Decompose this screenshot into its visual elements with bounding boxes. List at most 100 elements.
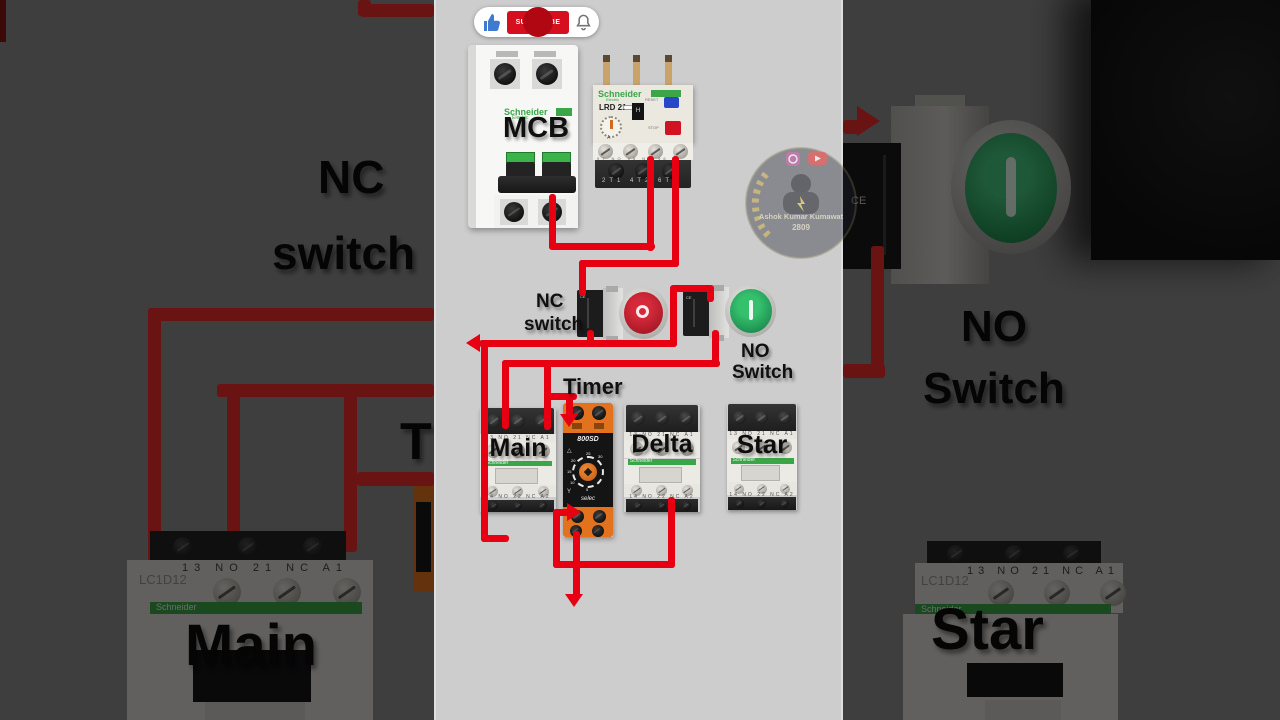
mcb-bottom-base <box>494 195 578 228</box>
wire-segment <box>843 120 861 134</box>
bg-nc-label-1: NC <box>318 151 385 203</box>
bg-star-inner <box>985 700 1061 720</box>
star-bottom-terminals: 14 NO 22 NC A2 <box>729 491 795 498</box>
screw-icon <box>513 501 523 511</box>
bg-timer-sliver <box>413 486 434 592</box>
mcb-toggle[interactable] <box>506 162 535 179</box>
screw-icon <box>656 485 668 497</box>
main-top-terminals: 13 NO 21 NC A1 <box>485 434 551 441</box>
screw-icon <box>733 483 744 494</box>
relay-power-labels: 2T1 4T2 6T3 <box>602 178 681 184</box>
screw-icon <box>1063 545 1081 563</box>
nc-mount <box>603 286 623 342</box>
mcb-toggle[interactable] <box>542 162 571 179</box>
screw-icon <box>681 501 691 511</box>
screw-icon <box>681 485 693 497</box>
bg-right-wires <box>843 0 1280 720</box>
main-bottom-terminals: 14 NO 22 NC A2 <box>485 494 551 501</box>
wire-segment <box>843 364 885 378</box>
screw-icon <box>1005 545 1023 563</box>
relay-dial[interactable] <box>600 116 622 138</box>
no-label-2: Switch <box>732 362 794 383</box>
overload-relay: Schneider Electric LRD 21 H RESET STOP A… <box>593 55 693 188</box>
timer-label: Timer <box>563 374 623 399</box>
star-brand-band: Schneider <box>730 458 794 464</box>
star-contactor-label: Star <box>736 429 788 459</box>
screw-icon <box>680 442 695 457</box>
screw-icon <box>756 483 767 494</box>
timer-top-terminals <box>563 403 613 433</box>
bg-star-screws <box>973 577 1141 609</box>
star-top-terminals: 13 NO 21 NC A1 <box>729 431 795 438</box>
wire-segment <box>344 390 357 552</box>
bg-main-body <box>127 614 373 720</box>
screw-icon <box>777 410 791 424</box>
mcb-brand-band: Schneider Electric <box>504 107 574 121</box>
nc-push-button[interactable]: CE <box>577 286 668 342</box>
relay-stop-button[interactable] <box>665 121 681 135</box>
tap-indicator <box>523 7 553 37</box>
screw-icon <box>661 163 678 179</box>
mcb-terminal <box>490 59 520 89</box>
screw-icon <box>634 163 651 179</box>
screw-icon <box>629 442 644 457</box>
background-right-panel: CE NO Switch 13 NO 21 NC A1 LC1D12 Schne… <box>843 0 1280 720</box>
bg-star-top-block <box>927 541 1101 567</box>
screw-icon <box>494 63 516 85</box>
notification-bell-icon[interactable] <box>574 13 593 32</box>
relay-model: LRD 21 <box>599 103 627 112</box>
relay-window: H <box>632 103 644 120</box>
screw-icon <box>673 144 688 159</box>
relay-reset-button[interactable] <box>664 97 679 108</box>
watermark-name: Ashok Kumar Kumawat <box>759 212 844 221</box>
timer-dial[interactable]: 25 30 20 15 10 5 <box>567 451 604 492</box>
mcb-brand: Schneider <box>504 107 548 117</box>
screw-icon <box>592 406 606 420</box>
screw-icon <box>608 163 625 179</box>
relay-pin <box>665 55 672 87</box>
instagram-icon <box>786 152 800 166</box>
timer-relay: 800SD △ 25 30 20 15 10 5 Y selec <box>563 403 613 537</box>
wire-segment <box>871 246 884 372</box>
bg-star-terminal-text: 13 NO 21 NC A1 <box>967 565 1119 577</box>
relay-green-bar <box>651 90 681 97</box>
screw-icon <box>535 414 550 428</box>
screw-icon <box>486 414 501 428</box>
bg-main-top-block <box>150 531 346 562</box>
bg-timer-face <box>416 502 431 572</box>
screw-icon <box>1044 580 1070 606</box>
mcb-label: MCB <box>503 112 570 144</box>
screw-icon <box>780 483 791 494</box>
mcb-brand-sub: Electric <box>512 115 529 121</box>
nc-button-red[interactable] <box>624 292 663 334</box>
relay-a-mark: A <box>607 135 611 141</box>
wire-segment <box>360 4 434 17</box>
screw-icon <box>570 406 584 420</box>
bg-main-terminal-text: 13 NO 21 NC A1 <box>182 562 348 574</box>
screw-icon <box>988 580 1014 606</box>
channel-watermark[interactable]: Ashok Kumar Kumawat 2809 <box>744 146 858 260</box>
mcb-terminal <box>532 59 562 89</box>
like-icon[interactable] <box>483 13 503 32</box>
bg-star-green-band: Schneider <box>915 604 1111 616</box>
bg-dark-corner <box>1091 0 1280 260</box>
screw-icon <box>778 441 792 455</box>
screw-icon <box>536 63 558 85</box>
bg-main-green-band: Schneider <box>150 602 362 615</box>
relay-brand: Schneider <box>598 89 642 99</box>
main-contactor: 13 NO 21 NC A1 Schneider 14 NO 22 NC A2 … <box>480 408 556 512</box>
no-button-green[interactable] <box>730 289 772 333</box>
mcb-terminal <box>538 199 566 225</box>
delta-bottom-terminals: 14 NO 22 NC A2 <box>629 493 695 500</box>
timer-face: 800SD △ 25 30 20 15 10 5 Y selec <box>563 433 613 507</box>
bg-button-green <box>965 133 1057 243</box>
mcb-slot <box>496 51 518 57</box>
bg-star-label: Star <box>931 597 1044 662</box>
no-push-button[interactable]: CE <box>683 285 777 341</box>
mcb-handle-tie[interactable] <box>498 176 576 193</box>
star-contactor: 13 NO 21 NC A1 Schneider 14 NO 22 NC A2 … <box>727 404 797 510</box>
bg-no-label-1: NO <box>961 302 1027 351</box>
delta-brand-band: Schneider <box>627 459 697 466</box>
screw-icon <box>1100 580 1126 606</box>
screw-icon <box>537 485 549 497</box>
